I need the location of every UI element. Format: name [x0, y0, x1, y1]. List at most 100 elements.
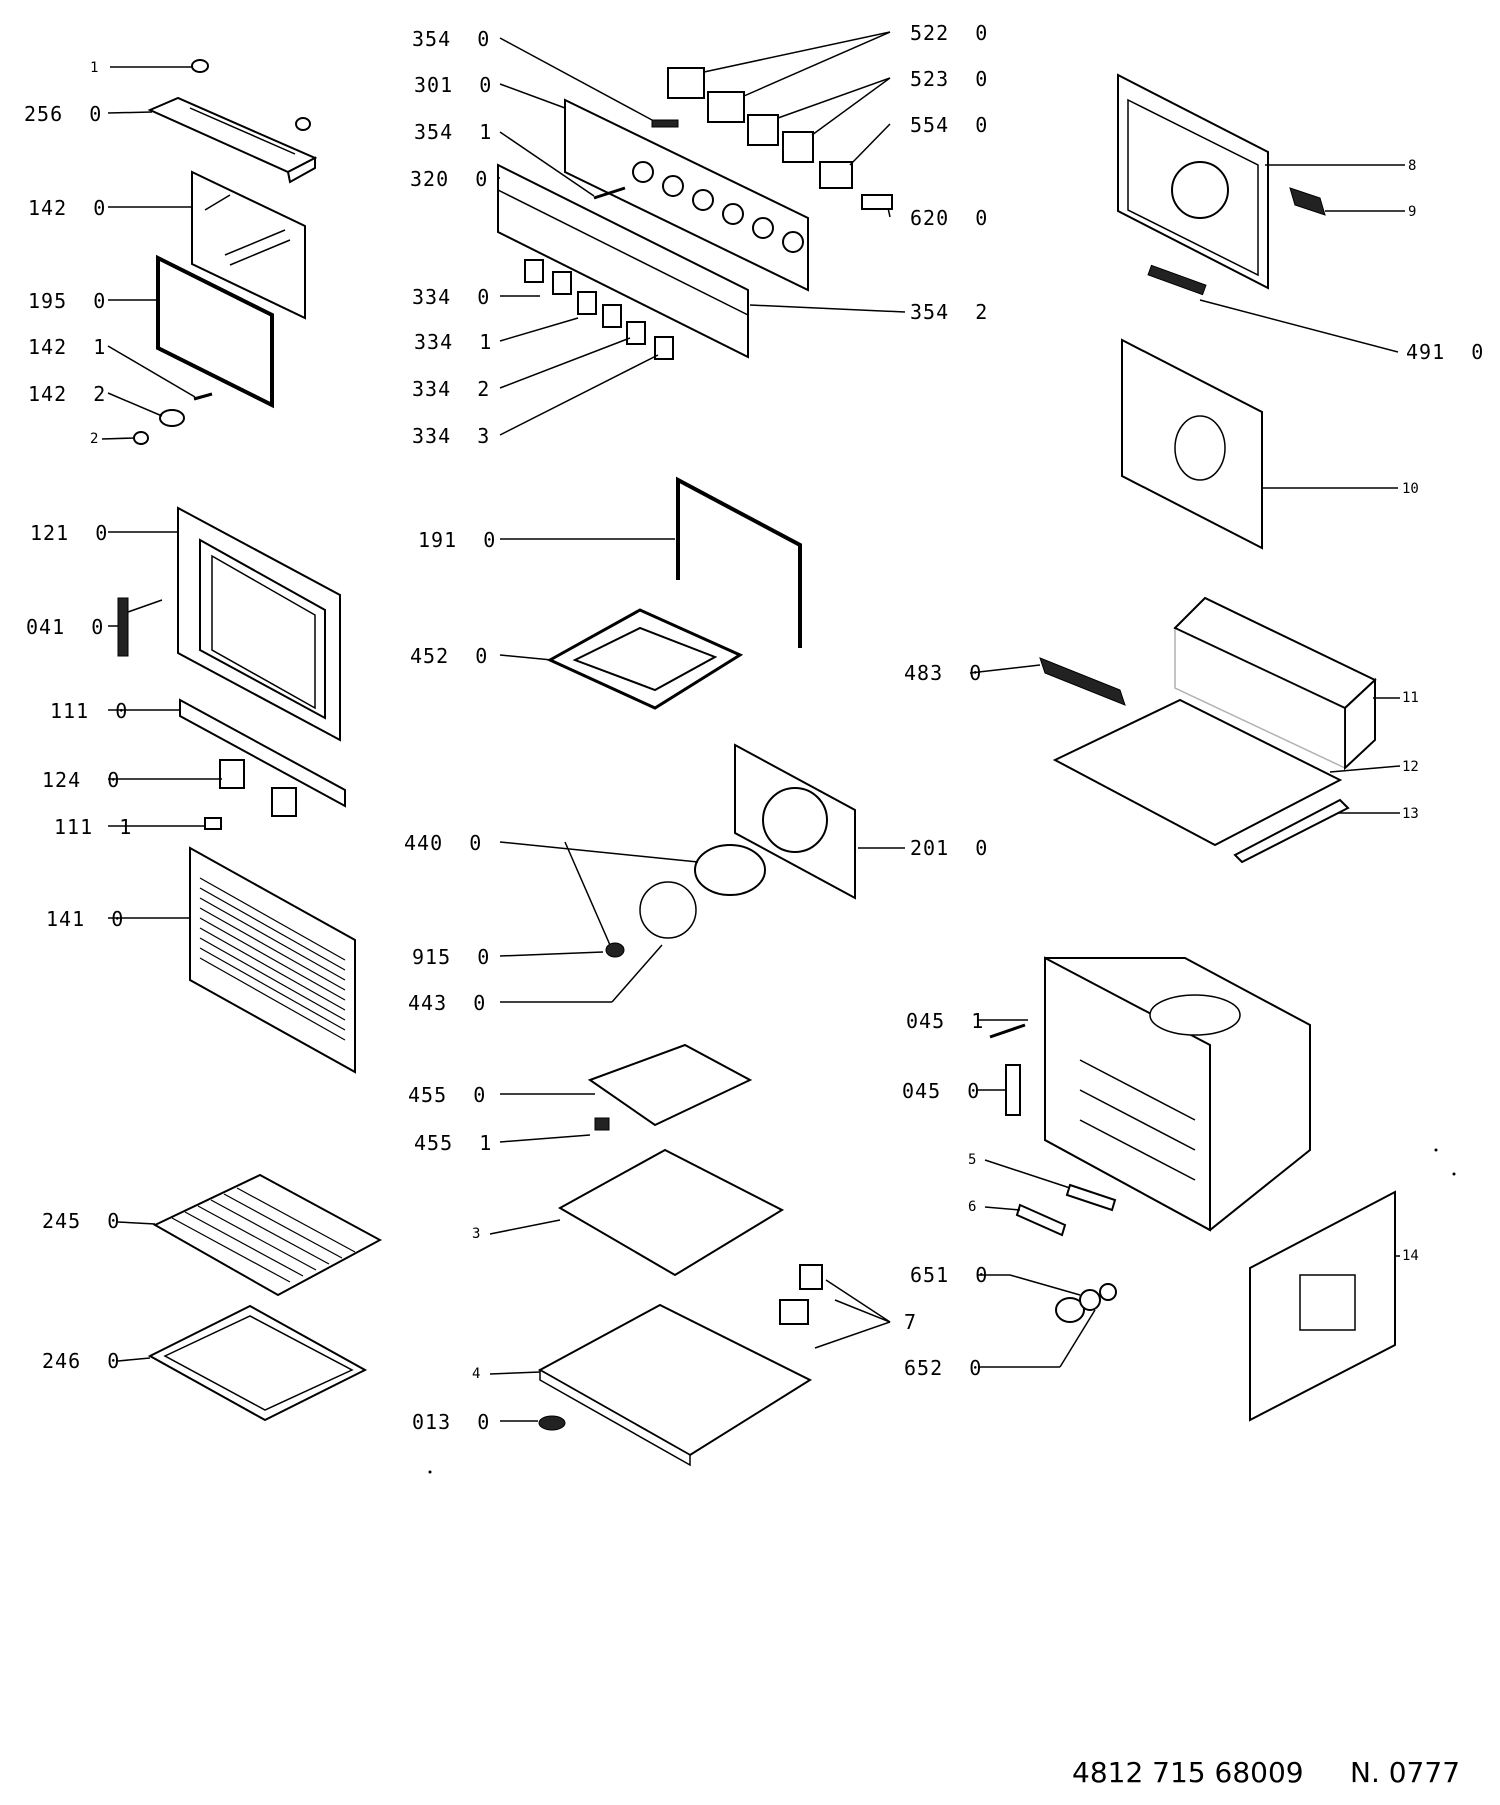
part-041-hinge — [108, 597, 163, 657]
label-9: 9 — [1408, 204, 1417, 220]
part-045-1-screw — [978, 1019, 1028, 1039]
part-7-parts — [779, 1264, 891, 1349]
part-142-glass — [108, 170, 306, 320]
part-620-connector — [861, 194, 893, 218]
label-6: 6 — [968, 1199, 977, 1215]
part-554-switch — [819, 123, 891, 189]
part-045-0-support — [978, 1064, 1021, 1116]
part-245-grill-rack — [117, 1173, 383, 1297]
part-523-switches — [747, 77, 891, 163]
label-245-0: 245 0 — [42, 1209, 121, 1233]
part-191-door-seal — [500, 476, 802, 648]
label-045-1: 045 1 — [906, 1009, 985, 1033]
part-141-outer-panel — [108, 846, 356, 1074]
label-620-0: 620 0 — [910, 206, 989, 230]
label-652-0: 652 0 — [904, 1356, 983, 1380]
label-334-2: 334 2 — [412, 377, 491, 401]
label-246-0: 246 0 — [42, 1349, 121, 1373]
label-111-1: 111 1 — [54, 815, 133, 839]
label-041-0: 041 0 — [26, 615, 105, 639]
label-201-0: 201 0 — [910, 836, 989, 860]
part-440-fan-motor — [499, 841, 766, 946]
label-4: 4 — [472, 1366, 481, 1382]
part-320-facia — [497, 163, 749, 359]
footer-part-number: 4812 715 68009 — [1072, 1756, 1304, 1789]
part-354-0-indicator — [499, 37, 679, 128]
label-483-0: 483 0 — [904, 661, 983, 685]
label-142-1: 142 1 — [28, 335, 107, 359]
part-452-grill-element — [499, 608, 744, 710]
part-111-handle — [108, 698, 346, 808]
part-013-foot — [500, 1415, 566, 1431]
part-oven-cavity — [1044, 956, 1311, 1232]
part-301-control-panel — [499, 83, 809, 292]
label-10: 10 — [1402, 481, 1419, 497]
part-142-2-clip — [107, 392, 185, 427]
part-522-switches — [667, 31, 891, 123]
label-440-0: 440 0 — [404, 831, 483, 855]
label-334-3: 334 3 — [412, 424, 491, 448]
label-915-0: 915 0 — [412, 945, 491, 969]
part-12-top-plate — [1052, 698, 1401, 847]
part-9-connector — [1289, 187, 1405, 216]
part-5-bracket — [984, 1159, 1117, 1212]
part-124-handle-ends — [108, 759, 297, 817]
part-4-bottom-panel — [489, 1303, 813, 1467]
label-11: 11 — [1402, 690, 1419, 706]
part-1-cap — [110, 59, 209, 73]
part-13-strip — [1233, 798, 1400, 864]
label-334-1: 334 1 — [414, 330, 493, 354]
part-14-side-panel — [1249, 1190, 1400, 1422]
part-246-drip-tray — [117, 1304, 368, 1422]
label-124-0: 124 0 — [42, 768, 121, 792]
label-7: 7 — [904, 1310, 918, 1334]
label-452-0: 452 0 — [410, 644, 489, 668]
label-142-0: 142 0 — [28, 196, 107, 220]
label-354-2: 354 2 — [910, 300, 989, 324]
part-651-lamp — [978, 1274, 1117, 1368]
part-455-1-clip — [499, 1117, 610, 1143]
label-554-0: 554 0 — [910, 113, 989, 137]
label-14: 14 — [1402, 1248, 1419, 1264]
part-121-inner-door — [108, 506, 341, 742]
label-354-0: 354 0 — [412, 27, 491, 51]
label-455-1: 455 1 — [414, 1131, 493, 1155]
label-5: 5 — [968, 1152, 977, 1168]
label-256-0: 256 0 — [24, 102, 103, 126]
part-8-back-panel — [1117, 73, 1405, 290]
label-320-0: 320 0 — [410, 167, 489, 191]
part-142-1-screw — [107, 345, 213, 401]
label-2: 2 — [90, 431, 99, 447]
part-915-nut — [499, 942, 625, 958]
label-142-2: 142 2 — [28, 382, 107, 406]
footer-sheet-number: N. 0777 — [1350, 1756, 1461, 1789]
part-6-bracket — [984, 1203, 1067, 1237]
label-13: 13 — [1402, 806, 1419, 822]
part-455-element — [500, 1043, 753, 1127]
label-1: 1 — [90, 60, 99, 76]
part-483-connector — [969, 657, 1126, 706]
label-334-0: 334 0 — [412, 285, 491, 309]
part-201-rear-cover — [734, 743, 905, 900]
label-3: 3 — [472, 1226, 481, 1242]
label-443-0: 443 0 — [408, 991, 487, 1015]
label-121-0: 121 0 — [30, 521, 109, 545]
label-195-0: 195 0 — [28, 289, 107, 313]
label-522-0: 522 0 — [910, 21, 989, 45]
part-11-top-cover — [1173, 596, 1400, 771]
part-491-terminal — [1147, 264, 1399, 353]
part-10-back-frame — [1121, 338, 1398, 550]
label-111-0: 111 0 — [50, 699, 129, 723]
label-491-0: 491 0 — [1406, 340, 1485, 364]
part-256-top-trim — [107, 96, 318, 184]
label-8: 8 — [1408, 158, 1417, 174]
label-523-0: 523 0 — [910, 67, 989, 91]
label-354-1: 354 1 — [414, 120, 493, 144]
label-141-0: 141 0 — [46, 907, 125, 931]
label-191-0: 191 0 — [418, 528, 497, 552]
part-334-knobs — [499, 259, 674, 436]
label-651-0: 651 0 — [910, 1263, 989, 1287]
label-013-0: 013 0 — [412, 1410, 491, 1434]
